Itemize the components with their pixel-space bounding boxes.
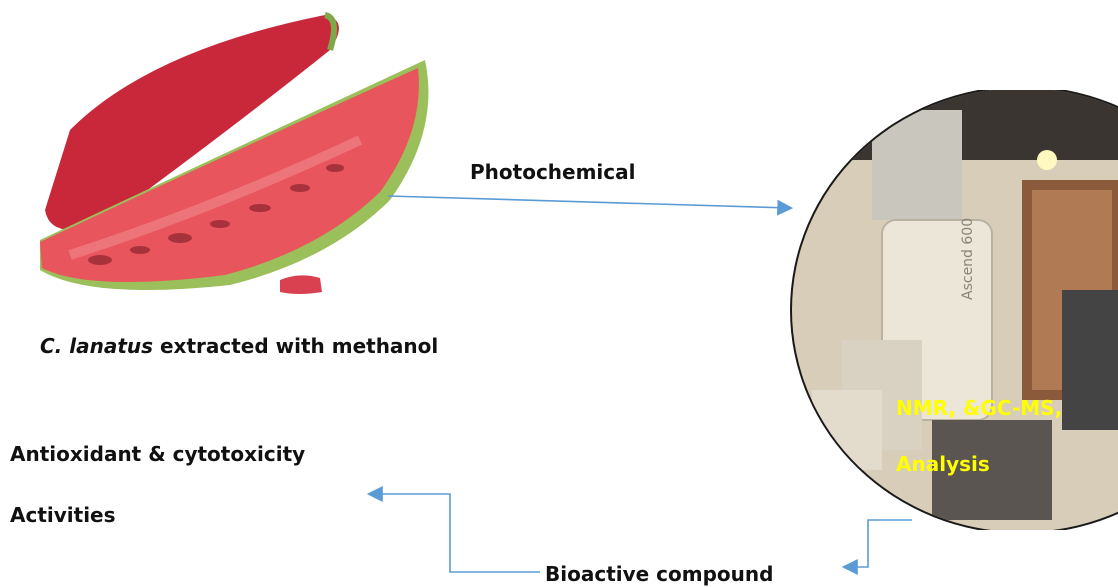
nmr-gcms-label: NMR, &GC-MS,	[896, 396, 1062, 420]
svg-text:Ascend 600: Ascend 600	[960, 218, 976, 300]
activities-line1: Antioxidant & cytotoxicity	[10, 442, 305, 466]
analysis-label: Analysis	[896, 452, 990, 476]
activities-line2: Activities	[10, 503, 116, 527]
watermelon-image	[30, 10, 450, 300]
bioactive-compound-label: Bioactive compound	[545, 562, 773, 586]
extract-rest: extracted with methanol	[153, 334, 438, 358]
extract-species: C. lanatus	[40, 334, 153, 358]
arrow-to-activities	[370, 494, 540, 572]
photochemical-label: Photochemical	[470, 160, 636, 184]
extract-label: C. lanatus extracted with methanol	[40, 334, 438, 358]
